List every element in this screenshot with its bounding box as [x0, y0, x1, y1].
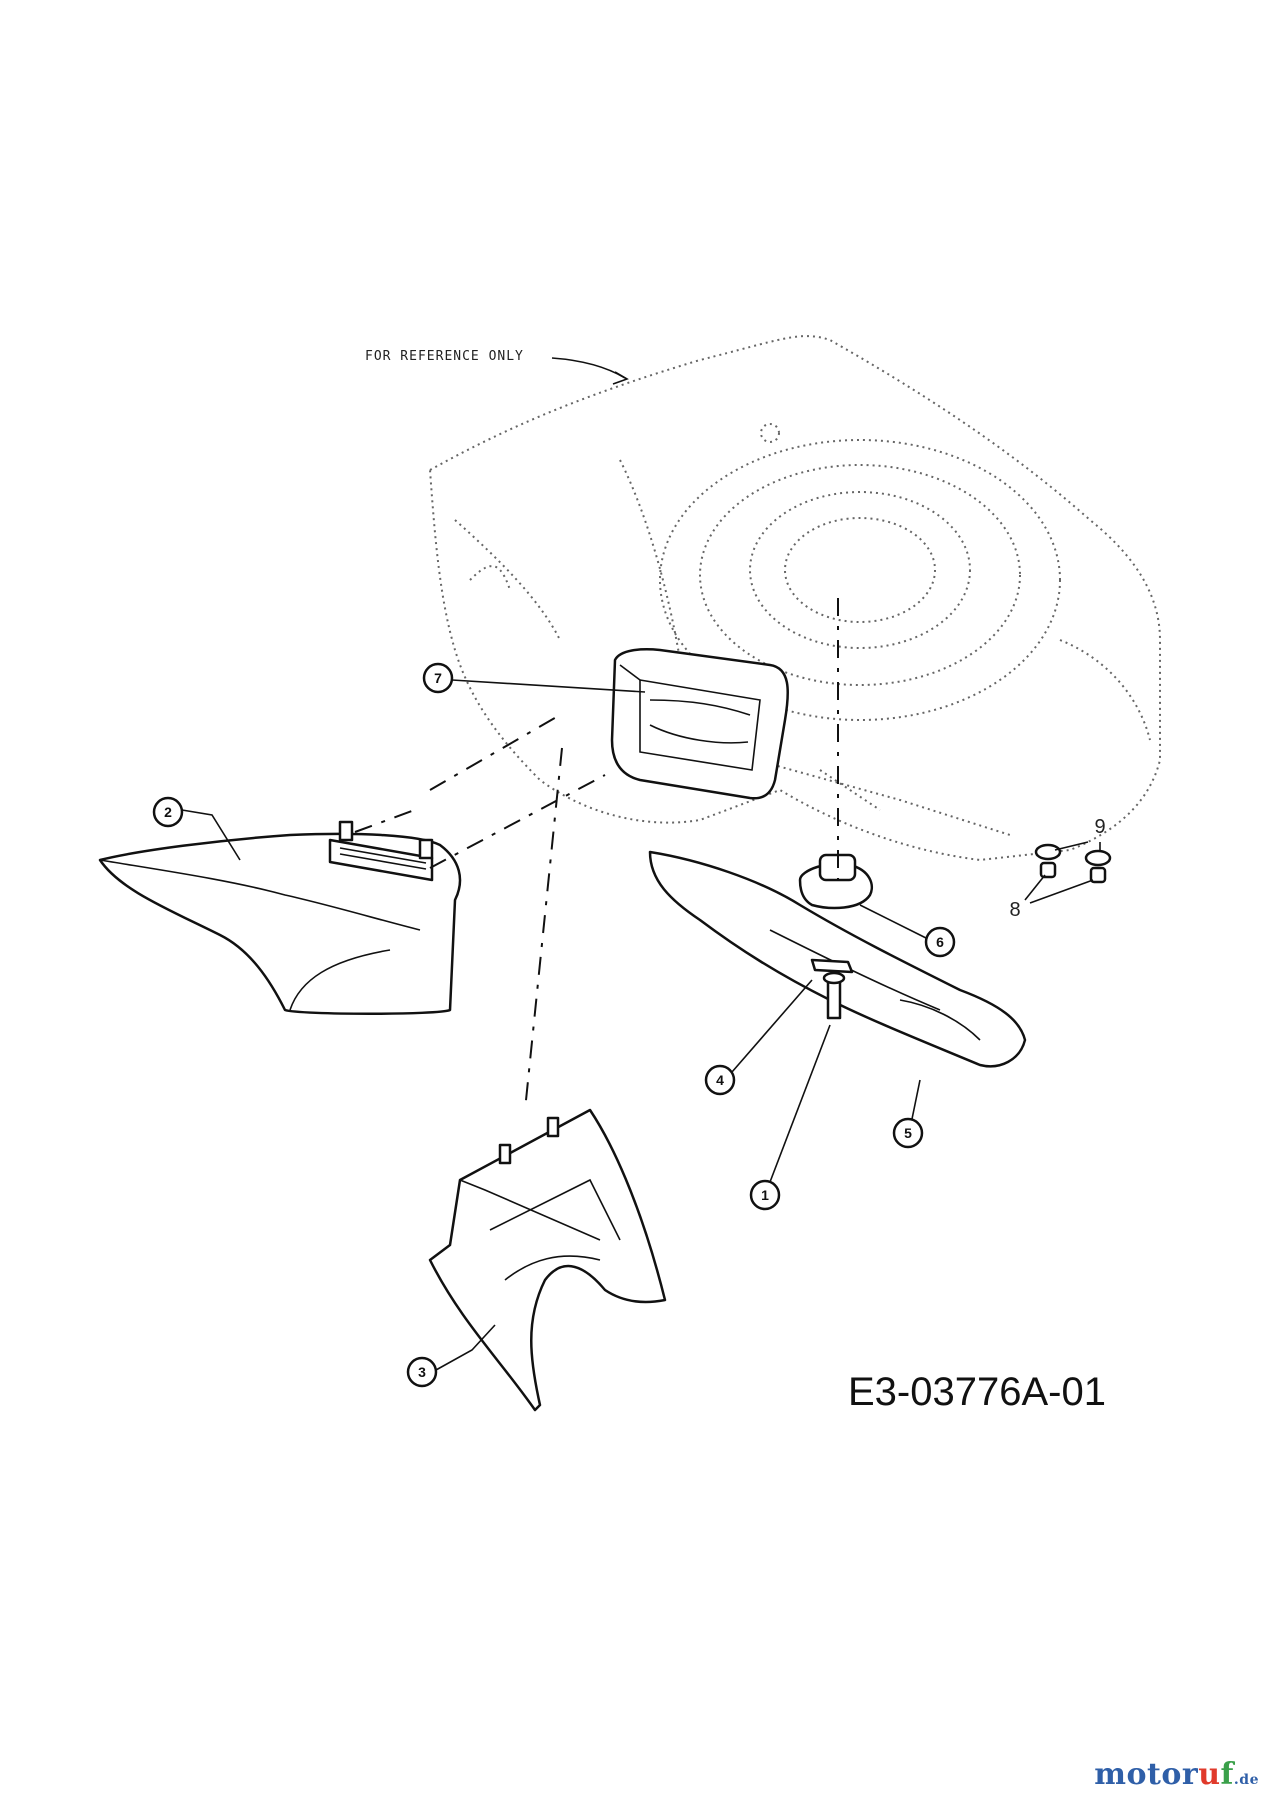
callout-2: 2	[152, 796, 241, 861]
part-8-9-hardware	[1034, 843, 1112, 884]
svg-text:3: 3	[418, 1364, 426, 1380]
svg-text:6: 6	[936, 934, 944, 950]
callout-7: 7	[422, 662, 646, 694]
part-3-rear-chute-adapter	[428, 1108, 667, 1412]
svg-text:1: 1	[761, 1187, 769, 1203]
part-7-discharge-door	[610, 648, 790, 800]
drawing-number: E3-03776A-01	[848, 1370, 1106, 1414]
svg-text:4: 4	[716, 1072, 724, 1088]
assembly-center-lines	[354, 598, 839, 1111]
label-9: 9	[1054, 816, 1106, 852]
callout-6: 6	[859, 904, 956, 958]
svg-text:8: 8	[1009, 899, 1020, 921]
svg-text:9: 9	[1094, 816, 1105, 838]
reference-note-arrowhead	[612, 371, 629, 385]
mower-deck-reference-outline	[428, 335, 1161, 862]
reference-note-leader	[551, 357, 626, 379]
part-5-mower-blade	[648, 850, 1027, 1068]
label-8: 8	[1009, 874, 1094, 921]
callout-5: 5	[892, 1079, 924, 1149]
part-1-blade-bolt	[822, 971, 846, 1020]
svg-text:2: 2	[164, 804, 172, 820]
part-2-side-discharge-chute	[98, 820, 462, 1015]
callout-4: 4	[704, 979, 813, 1096]
reference-note: FOR REFERENCE ONLY	[365, 349, 524, 364]
callout-3: 3	[406, 1324, 496, 1388]
svg-text:5: 5	[904, 1125, 912, 1141]
part-6-blade-adapter	[798, 853, 874, 910]
part-4-washer	[810, 958, 854, 974]
motoruf-watermark-logo: motoruf.de	[1094, 1757, 1259, 1792]
svg-text:7: 7	[434, 670, 442, 686]
callout-1: 1	[749, 1024, 831, 1211]
